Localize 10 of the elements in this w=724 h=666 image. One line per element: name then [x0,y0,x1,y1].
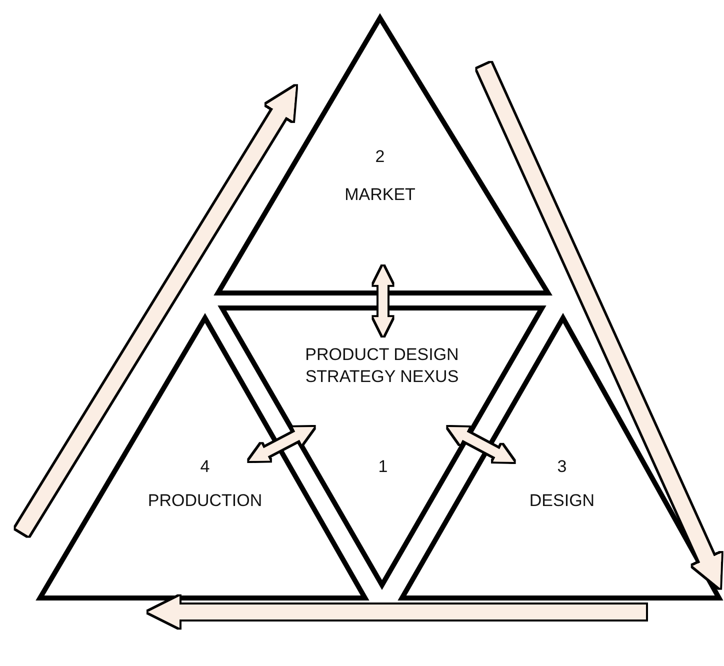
node-label: PRODUCTION [146,490,264,512]
step-number: 1 [377,456,389,478]
node-label: MARKET [344,184,416,206]
node-label: PRODUCT DESIGN STRATEGY NEXUS [304,344,460,388]
step-number: 2 [374,146,386,168]
step-number: 3 [556,456,568,478]
double-arrow [374,266,392,336]
step-number: 4 [199,456,211,478]
block-arrow [148,596,646,628]
node-label: DESIGN [528,490,596,512]
